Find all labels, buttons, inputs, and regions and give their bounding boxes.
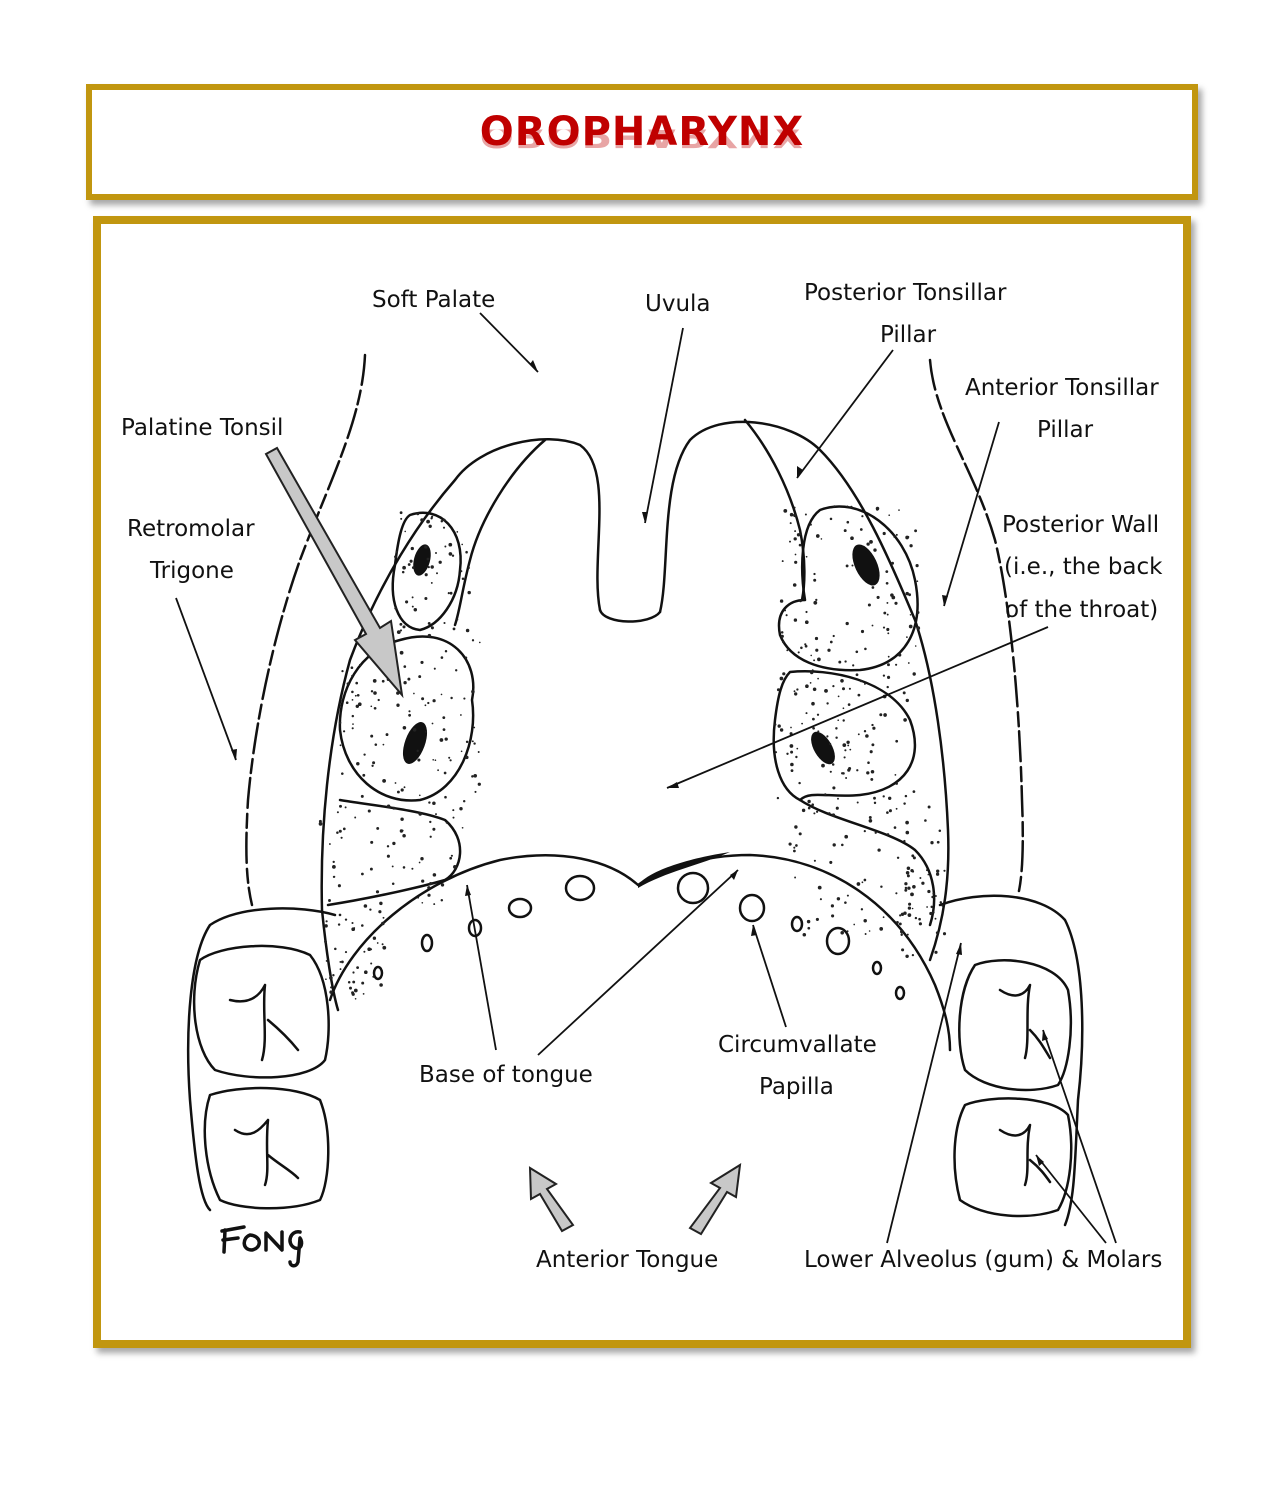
left-tonsil-middle	[338, 635, 475, 802]
tonsil-block-arrow	[264, 446, 404, 699]
right-tonsil-upper	[777, 505, 919, 672]
leader-uvula	[644, 327, 684, 524]
leader-base-tongue-2	[537, 869, 739, 1056]
left-tonsil-upper	[391, 511, 462, 632]
label-posterior-tonsillar-1: Posterior Tonsillar	[804, 280, 1007, 306]
right-molar-upper	[958, 959, 1073, 1092]
label-posterior-wall-3: of the throat)	[1005, 597, 1158, 623]
label-circumvallate-2: Papilla	[759, 1074, 834, 1100]
anatomy-drawing	[186, 353, 1084, 1227]
leader-base-tongue-1	[466, 884, 497, 1051]
left-molar-upper	[192, 944, 330, 1079]
label-lower-alveolus: Lower Alveolus (gum) & Molars	[804, 1247, 1162, 1273]
right-tonsil-middle	[772, 670, 917, 802]
title-banner: OROPHARYNX OROPHARYNX	[86, 84, 1198, 200]
right-cheek-line	[928, 358, 1025, 897]
left-pillar-arch	[320, 438, 602, 1012]
leader-posterior-pillar	[796, 349, 894, 479]
diagram-labels: Soft Palate Uvula Posterior Tonsillar Pi…	[121, 280, 1163, 1273]
leader-arrowheads	[231, 360, 1048, 1166]
leader-alveolus	[886, 942, 962, 1244]
block-arrows	[264, 446, 742, 1236]
label-anterior-tongue: Anterior Tongue	[536, 1247, 718, 1273]
right-pillar-arch	[658, 420, 950, 962]
right-pillar-inner	[743, 418, 806, 602]
leader-retromolar	[175, 597, 237, 761]
anterior-tongue-arrow-left	[528, 1166, 575, 1233]
label-soft-palate: Soft Palate	[372, 287, 495, 313]
anterior-tongue-arrow-right	[688, 1163, 742, 1236]
label-base-of-tongue: Base of tongue	[419, 1062, 593, 1088]
molar-cusp-marks	[228, 983, 1052, 1187]
label-anterior-tonsillar-1: Anterior Tonsillar	[965, 375, 1159, 401]
left-jaw-outline	[186, 907, 337, 1212]
right-tonsil-lower	[798, 798, 936, 927]
leader-posterior-wall	[666, 626, 1049, 789]
uvula-shape	[598, 608, 662, 623]
leader-lines	[175, 312, 1117, 1244]
leader-circumvallate	[752, 924, 787, 1028]
signature-fong	[220, 1225, 304, 1268]
left-tonsil-lower	[326, 798, 462, 907]
label-retromolar-1: Retromolar	[127, 516, 255, 542]
diagram-frame	[93, 216, 1191, 1348]
leader-anterior-pillar	[943, 421, 1000, 607]
left-pillar-inner	[453, 438, 547, 627]
page-title: OROPHARYNX	[479, 109, 805, 155]
right-molar-lower	[953, 1097, 1073, 1218]
label-anterior-tonsillar-2: Pillar	[1037, 417, 1094, 443]
left-molar-lower	[203, 1086, 330, 1210]
papillae	[372, 871, 906, 1001]
label-uvula: Uvula	[645, 291, 711, 317]
tonsil-crypts	[402, 544, 880, 888]
label-posterior-tonsillar-2: Pillar	[880, 322, 937, 348]
label-posterior-wall-2: (i.e., the back	[1004, 554, 1163, 580]
label-retromolar-2: Trigone	[149, 558, 234, 584]
label-posterior-wall-1: Posterior Wall	[1002, 512, 1159, 538]
label-palatine-tonsil: Palatine Tonsil	[121, 415, 283, 441]
left-cheek-line	[245, 353, 367, 907]
leader-molar-1	[1042, 1029, 1117, 1244]
label-circumvallate-1: Circumvallate	[718, 1032, 877, 1058]
leader-soft-palate	[479, 312, 539, 373]
right-jaw-outline	[938, 894, 1084, 1227]
leader-molar-2	[1035, 1154, 1107, 1244]
